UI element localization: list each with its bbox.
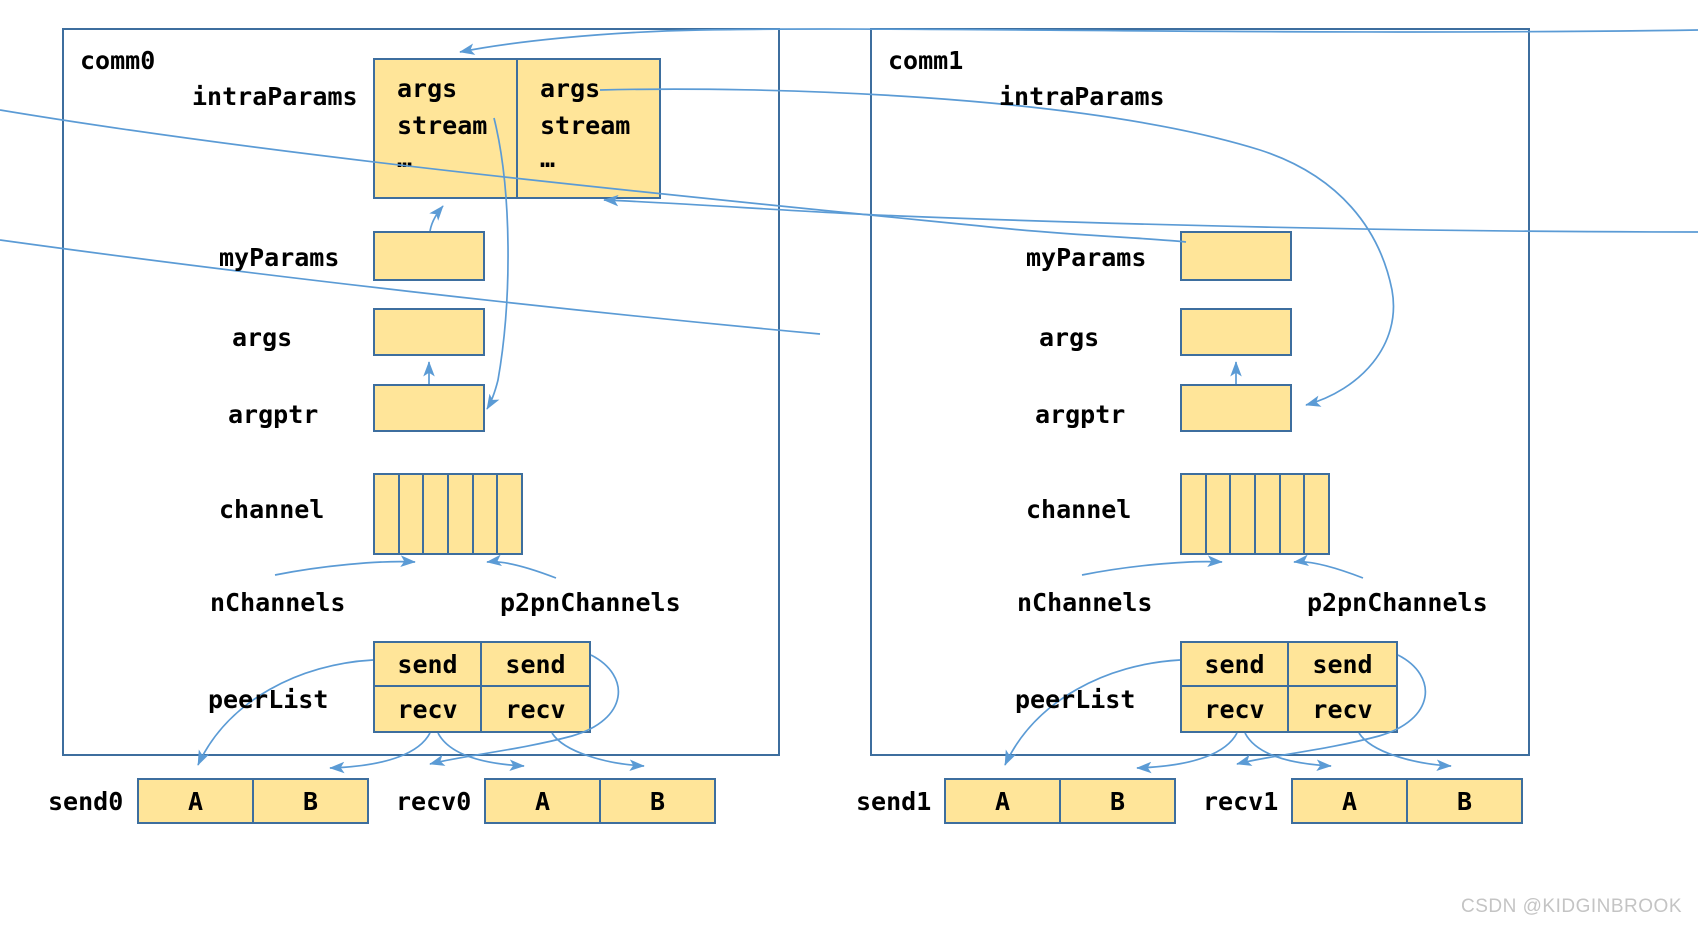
channel-cell: [498, 475, 521, 553]
comm1-peerList-table: send send recv recv: [1180, 641, 1398, 733]
label-comm0-peerList: peerList: [208, 685, 329, 714]
panel-comm1-title: comm1: [888, 46, 964, 75]
peer-cell-recv-1: recv: [505, 694, 566, 724]
channel-cell: [1256, 475, 1281, 553]
intraParams-entry-1-ellipsis: …: [540, 144, 556, 173]
label-comm0-intraParams: intraParams: [192, 82, 358, 111]
buffer-cell: A: [139, 780, 254, 822]
comm0-argptr-box: [373, 384, 485, 432]
buffer-cell: B: [1456, 786, 1473, 816]
buffer-cell: B: [1109, 786, 1126, 816]
comm0-myParams-box: [373, 231, 485, 281]
channel-cell: [1231, 475, 1257, 553]
channel-cell: [449, 475, 474, 553]
buffer-send0: A B: [137, 778, 369, 824]
label-send1: send1: [856, 787, 932, 816]
label-recv1: recv1: [1203, 787, 1279, 816]
comm0-channel-grid: [373, 473, 523, 555]
channel-cell: [474, 475, 499, 553]
channel-cell: [424, 475, 450, 553]
label-comm1-nChannels: nChannels: [1017, 588, 1153, 617]
comm1-myParams-box: [1180, 231, 1292, 281]
comm0-args-box: [373, 308, 485, 356]
intraParams-entry-1-field-0: args: [540, 74, 601, 103]
label-comm1-argptr: argptr: [1035, 400, 1126, 429]
channel-cell: [1207, 475, 1232, 553]
label-comm0-args: args: [232, 323, 293, 352]
channel-cell: [1281, 475, 1306, 553]
peer-cell-send-0: send: [375, 643, 482, 687]
buffer-send1: A B: [944, 778, 1176, 824]
buffer-cell: A: [486, 780, 601, 822]
buffer-cell: A: [1293, 780, 1408, 822]
label-send0: send0: [48, 787, 124, 816]
label-comm0-channel: channel: [219, 495, 325, 524]
buffer-cell: B: [302, 786, 319, 816]
channel-cell: [400, 475, 425, 553]
label-comm0-argptr: argptr: [228, 400, 319, 429]
buffer-cell: B: [649, 786, 666, 816]
channel-cell: [375, 475, 400, 553]
label-comm0-p2pnChannels: p2pnChannels: [500, 588, 681, 617]
channel-cell: [1305, 475, 1328, 553]
label-comm1-myParams: myParams: [1026, 243, 1147, 272]
label-comm1-p2pnChannels: p2pnChannels: [1307, 588, 1488, 617]
channel-cell: [1182, 475, 1207, 553]
buffer-cell: A: [946, 780, 1061, 822]
intraParams-entry-0: args stream …: [375, 60, 518, 197]
label-comm1-peerList: peerList: [1015, 685, 1136, 714]
label-comm1-intraParams: intraParams: [999, 82, 1165, 111]
label-comm1-args: args: [1039, 323, 1100, 352]
watermark: CSDN @KIDGINBROOK: [1461, 896, 1682, 917]
comm0-intraParams-box: args stream … args stream …: [373, 58, 661, 199]
label-comm0-nChannels: nChannels: [210, 588, 346, 617]
peer-cell-send-1: send: [482, 643, 589, 687]
peer-cell-recv-0: recv: [375, 687, 482, 731]
peer-cell-recv-0: recv: [1182, 687, 1289, 731]
comm1-channel-grid: [1180, 473, 1330, 555]
peer-cell-recv-1: recv: [1312, 694, 1373, 724]
buffer-recv1: A B: [1291, 778, 1523, 824]
buffer-recv0: A B: [484, 778, 716, 824]
label-comm0-myParams: myParams: [219, 243, 340, 272]
peer-cell-send-1: send: [1289, 643, 1396, 687]
panel-comm0-title: comm0: [80, 46, 156, 75]
peer-cell-send-0: send: [1182, 643, 1289, 687]
label-recv0: recv0: [396, 787, 472, 816]
intraParams-entry-0-field-0: args: [397, 74, 458, 103]
label-comm1-channel: channel: [1026, 495, 1132, 524]
intraParams-entry-1: args stream …: [518, 60, 659, 197]
comm1-args-box: [1180, 308, 1292, 356]
intraParams-entry-0-ellipsis: …: [397, 144, 413, 173]
comm1-argptr-box: [1180, 384, 1292, 432]
comm0-peerList-table: send send recv recv: [373, 641, 591, 733]
intraParams-entry-0-field-1: stream: [397, 111, 488, 140]
intraParams-entry-1-field-1: stream: [540, 111, 631, 140]
